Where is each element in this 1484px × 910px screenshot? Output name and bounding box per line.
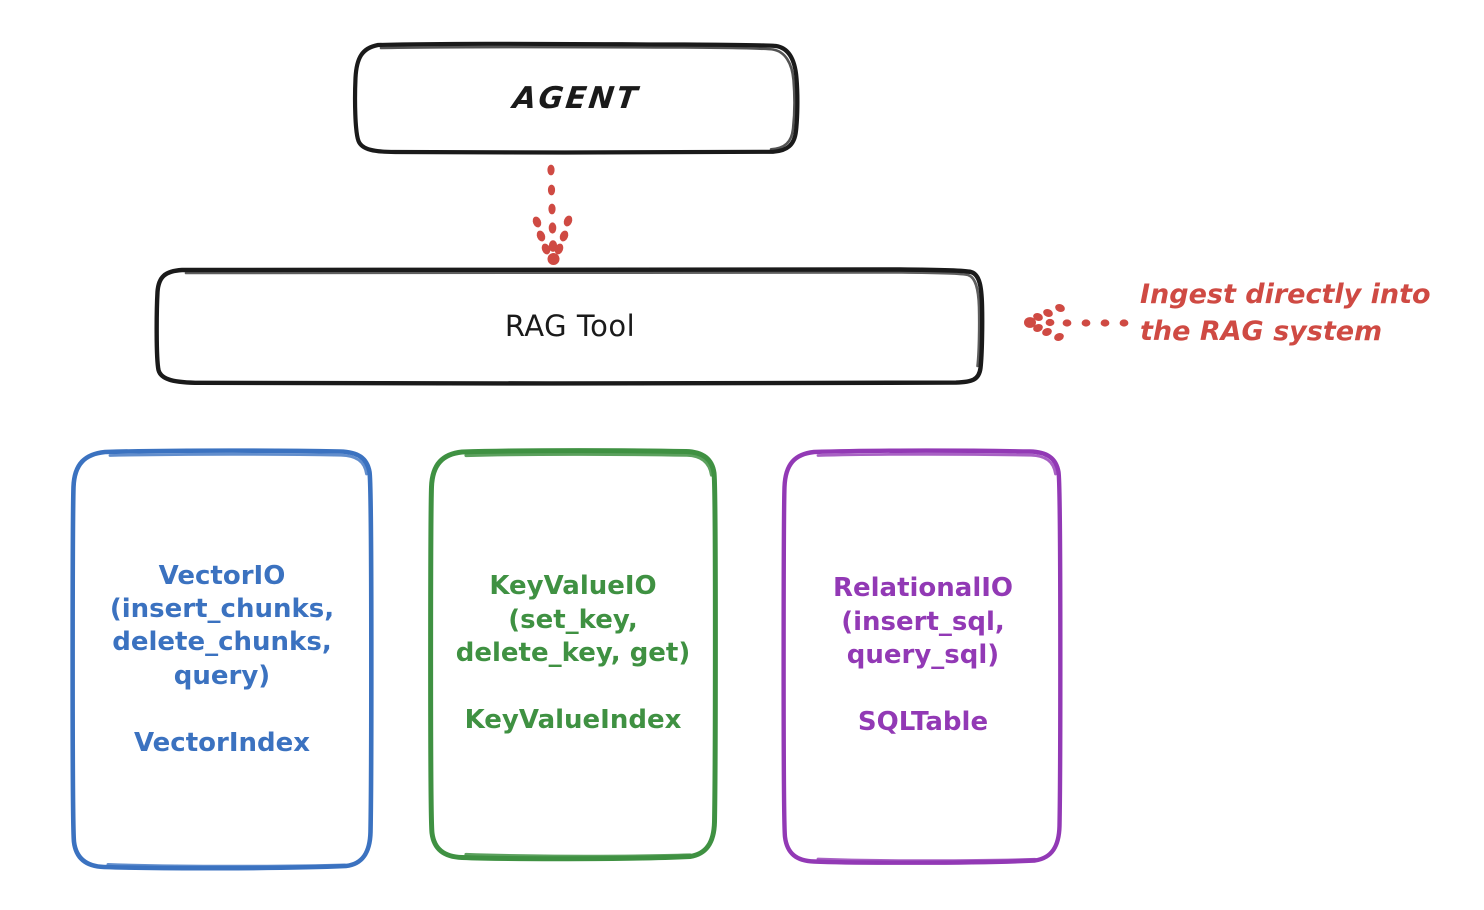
rag-tool-box-outline — [154, 266, 985, 386]
agent-to-rag-arrow — [532, 164, 573, 265]
relational-io-box-outline — [781, 448, 1063, 865]
agent-box-outline — [352, 41, 800, 155]
key-value-io-box-outline — [428, 448, 718, 862]
vector-io-box-outline — [70, 448, 374, 871]
ingest-arrow — [1024, 304, 1129, 341]
